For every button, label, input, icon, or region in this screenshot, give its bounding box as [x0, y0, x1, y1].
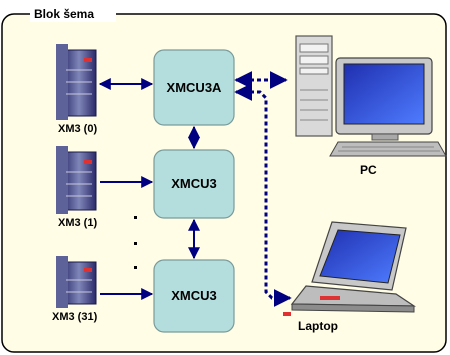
controller-xmcu3-1: XMCU3	[153, 149, 235, 219]
server-label-0: XM3 (0)	[58, 123, 97, 135]
server-xm3-1	[56, 146, 97, 214]
pc-label: PC	[360, 163, 377, 177]
server-label-31: XM3 (31)	[52, 311, 98, 323]
controller-xmcu3-2: XMCU3	[153, 259, 235, 333]
laptop-indicator	[283, 312, 291, 316]
ellipsis-dots	[134, 216, 137, 269]
laptop-icon	[290, 221, 417, 313]
svg-text:XMCU3: XMCU3	[171, 288, 217, 303]
frame-title: Blok šema	[34, 7, 94, 21]
server-xm3-0	[56, 44, 97, 120]
controller-xmcu3a: XMCU3A	[153, 49, 235, 126]
svg-text:XMCU3A: XMCU3A	[167, 80, 223, 95]
server-xm3-31	[56, 256, 97, 308]
link-xmcu3a-laptop	[234, 83, 292, 307]
server-label-1: XM3 (1)	[58, 217, 97, 229]
laptop-label: Laptop	[298, 319, 338, 333]
svg-text:XMCU3: XMCU3	[171, 176, 217, 191]
pc-icon	[295, 35, 447, 157]
